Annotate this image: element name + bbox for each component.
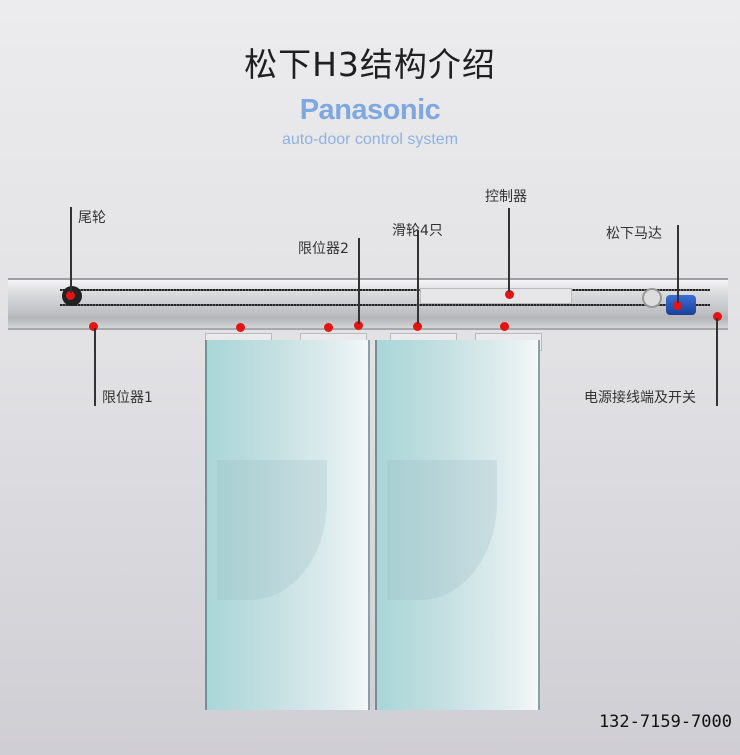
marker-power xyxy=(713,312,722,321)
label-power: 电源接线端及开关 xyxy=(584,390,696,406)
marker-limit-1 xyxy=(89,322,98,331)
glass-door-right xyxy=(375,340,540,710)
label-controller: 控制器 xyxy=(485,189,527,205)
marker-limit-2 xyxy=(354,321,363,330)
marker-motor xyxy=(673,301,682,310)
marker-hanger-4 xyxy=(500,322,509,331)
controller-box xyxy=(420,288,572,304)
page-title: 松下H3结构介绍 xyxy=(244,45,496,84)
brand-logo: Panasonic xyxy=(299,94,441,126)
leader-pulleys xyxy=(417,230,419,324)
leader-limit-1 xyxy=(94,328,96,406)
motor-drive-wheel-icon xyxy=(642,288,662,308)
glass-door-left xyxy=(205,340,370,710)
belt-upper xyxy=(60,289,710,291)
marker-controller xyxy=(505,290,514,299)
leader-motor xyxy=(677,225,679,303)
leader-tail-pulley xyxy=(70,207,72,293)
leader-controller xyxy=(508,208,510,292)
marker-hanger-1 xyxy=(236,323,245,332)
marker-hanger-2 xyxy=(324,323,333,332)
label-limit-1: 限位器1 xyxy=(102,390,153,406)
brand-subtitle: auto-door control system xyxy=(281,131,459,148)
leader-power xyxy=(716,318,718,406)
contact-phone: 132-7159-7000 xyxy=(598,712,732,732)
label-limit-2: 限位器2 xyxy=(298,241,349,257)
marker-hanger-3 xyxy=(413,322,422,331)
leader-limit-2 xyxy=(358,238,360,324)
label-motor: 松下马达 xyxy=(606,226,662,242)
belt-lower xyxy=(60,304,710,306)
label-tail-pulley: 尾轮 xyxy=(78,210,106,226)
marker-tail-pulley xyxy=(66,291,75,300)
label-pulleys: 滑轮4只 xyxy=(392,223,443,239)
